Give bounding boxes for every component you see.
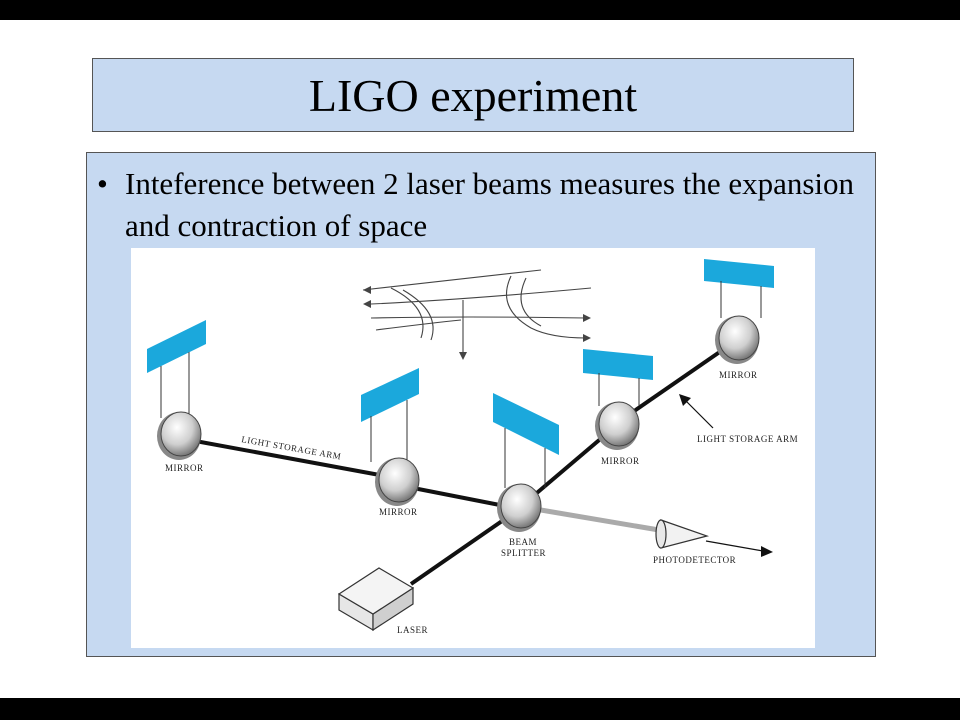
ligo-diagram: MIRROR LIGHT STORAGE ARM MIRROR BEAM SPL… — [131, 248, 815, 648]
beam-splitter — [497, 483, 542, 532]
space-distortion-graphic — [362, 269, 592, 356]
output-beam — [528, 505, 660, 533]
left-arm-beam-outer — [178, 436, 397, 480]
arm-right-pointer — [682, 397, 714, 429]
label-beam-splitter-1: BEAM — [509, 537, 537, 547]
title-box: LIGO experiment — [92, 58, 854, 132]
right-arm-beam-inner — [523, 428, 613, 505]
mirror-inner-left — [375, 457, 420, 506]
ligo-diagram-svg: MIRROR LIGHT STORAGE ARM MIRROR BEAM SPL… — [147, 259, 798, 635]
mirror-panel-left — [147, 320, 206, 418]
bullet-dot: • — [97, 166, 108, 201]
mirror-panel-inner-right — [583, 349, 653, 406]
bullet-item: • Inteference between 2 laser beams meas… — [97, 163, 857, 247]
photodetector-arrowhead — [761, 546, 773, 557]
space-distortion-arrows — [363, 286, 591, 360]
mirror-panel-inner-left — [361, 368, 419, 462]
label-beam-splitter-2: SPLITTER — [501, 548, 546, 558]
mirror-left — [157, 411, 202, 460]
photodetector — [655, 519, 710, 549]
label-mirror-inner-left: MIRROR — [379, 507, 418, 517]
left-arm-beam-inner — [402, 484, 516, 510]
letterbox-top — [0, 0, 960, 20]
photodetector-ray — [705, 540, 764, 552]
mirror-right — [715, 315, 760, 364]
label-arm-right: LIGHT STORAGE ARM — [697, 434, 798, 444]
mirror-panel-splitter — [493, 393, 559, 488]
arm-right-pointer-head — [679, 394, 691, 406]
letterbox-bottom — [0, 698, 960, 720]
laser-beam — [409, 510, 517, 586]
bullet-text: Inteference between 2 laser beams measur… — [125, 166, 855, 243]
slide-title: LIGO experiment — [308, 69, 638, 121]
label-mirror-inner-right: MIRROR — [601, 456, 640, 466]
label-photodetector: PHOTODETECTOR — [653, 555, 736, 565]
mirror-inner-right — [595, 401, 640, 450]
label-mirror-left: MIRROR — [165, 463, 204, 473]
laser-box — [337, 567, 415, 632]
label-mirror-right: MIRROR — [719, 370, 758, 380]
mirror-panel-right — [704, 259, 774, 318]
label-laser: LASER — [397, 625, 428, 635]
